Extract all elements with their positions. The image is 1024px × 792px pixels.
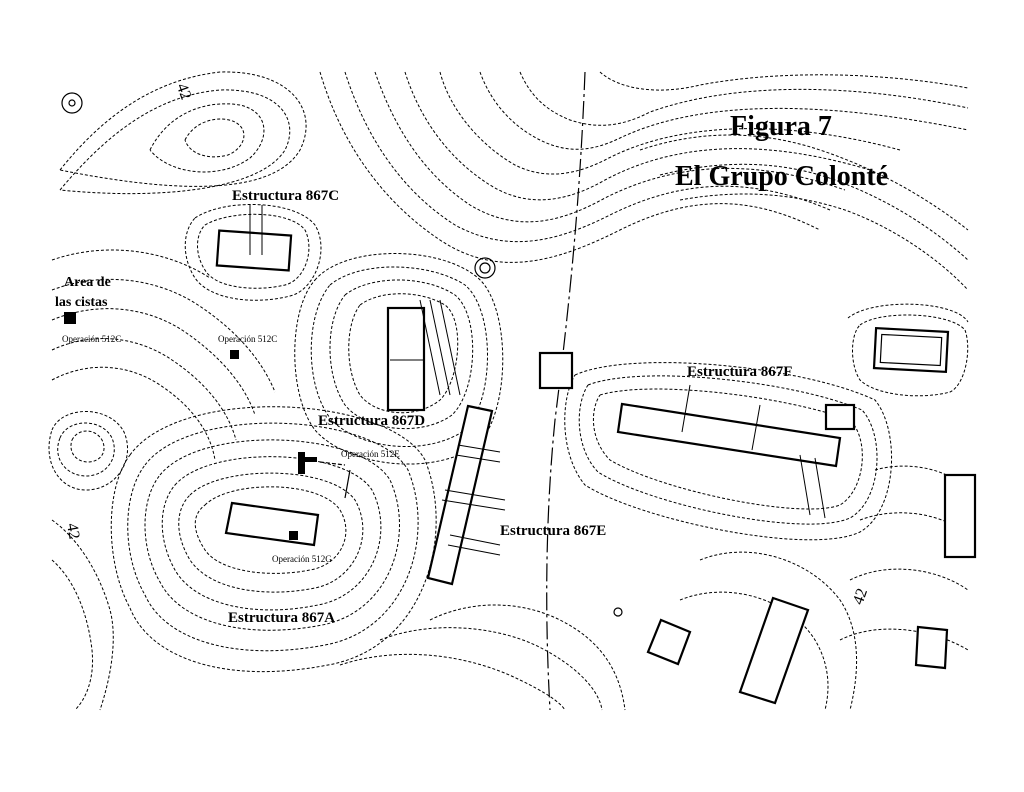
structure-867a-shape (224, 501, 320, 547)
label-operation-512c-left: Operación 512C (62, 334, 121, 344)
datum-marker-center (68, 99, 76, 107)
label-structure-867d: Estructura 867D (318, 413, 425, 429)
datum-marker (61, 92, 83, 114)
operation-512g-marker (289, 531, 298, 540)
contour-lines (48, 71, 969, 711)
structure-867f-shape (616, 384, 856, 519)
label-structure-867a: Estructura 867A (228, 610, 335, 626)
contour-label-top: 42 (173, 81, 194, 102)
contour-label-right: 42 (850, 586, 871, 607)
operation-512e-trench (298, 452, 351, 499)
structure-867e-shape (426, 404, 506, 586)
label-structure-867c: Estructura 867C (232, 188, 339, 204)
label-operation-512c-center: Operación 512C (218, 334, 277, 344)
contour-label-left: 42 (63, 522, 83, 541)
label-area-line2: las cistas (55, 295, 108, 310)
label-structure-867f: Estructura 867F (687, 364, 792, 380)
datum-marker-inner (479, 262, 491, 274)
lower-structures (646, 596, 949, 705)
label-operation-512e: Operación 512E (341, 449, 400, 459)
datum-marker (613, 607, 623, 617)
structure-right-edge-block (943, 473, 977, 559)
figure-number: Figura 7 (730, 111, 832, 142)
datum-marker (474, 257, 496, 279)
survey-line (546, 71, 586, 711)
label-structure-867e: Estructura 867E (500, 523, 606, 539)
operation-512c-center-marker (230, 350, 239, 359)
label-area-line1: Area de (64, 275, 111, 290)
operation-512c-left-marker (64, 312, 76, 324)
figure-title: El Grupo Colonté (675, 161, 888, 192)
structure-867c-shape (215, 205, 293, 272)
structure-upper-right-block (872, 326, 950, 374)
structure-small-square (538, 351, 574, 390)
structure-867d-shape (386, 299, 461, 412)
label-operation-512g: Operación 512G (272, 554, 332, 564)
